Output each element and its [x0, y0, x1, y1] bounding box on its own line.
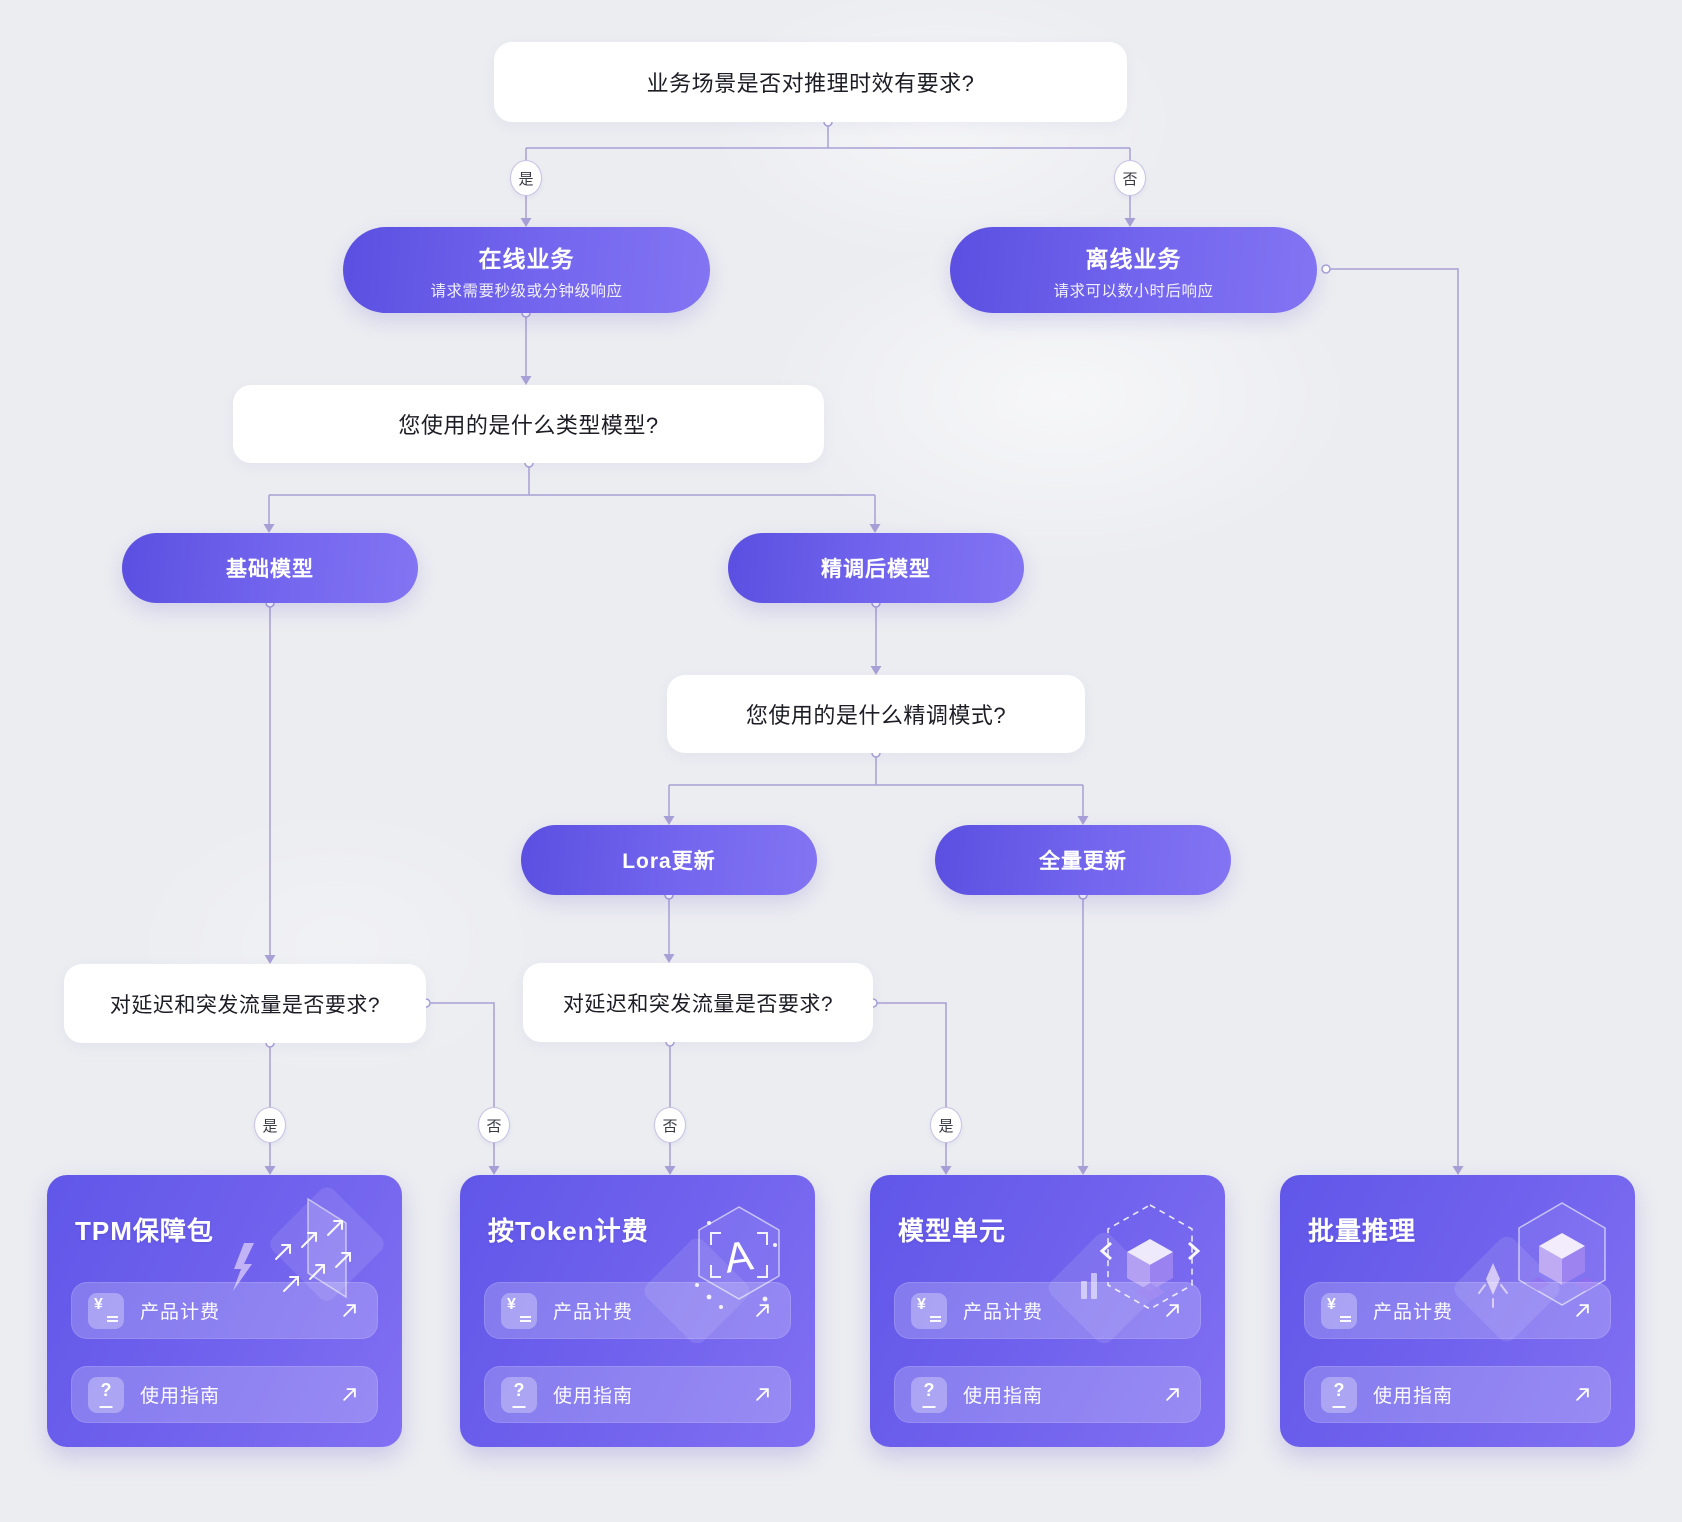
edge-label-latency-lora-no: 否	[654, 1107, 686, 1143]
edge-offline-card4	[1326, 268, 1459, 1166]
edge-q1-split	[525, 122, 1131, 218]
card-tpm-package: TPM保障包 ¥ 产品计费 ? 使用指南	[47, 1175, 402, 1447]
card-title: 批量推理	[1308, 1216, 1417, 1246]
guide-button[interactable]: ? 使用指南	[484, 1366, 791, 1423]
card-title: TPM保障包	[75, 1216, 214, 1246]
node-question-latency-base: 对延迟和突发流量是否要求?	[64, 964, 426, 1043]
edge-q3-split	[668, 753, 1084, 816]
guide-button[interactable]: ? 使用指南	[1304, 1366, 1611, 1423]
billing-icon: ¥	[501, 1292, 537, 1329]
node-question-model-type: 您使用的是什么类型模型?	[233, 385, 824, 463]
external-link-icon	[342, 1387, 357, 1402]
edge-label-timeliness-no: 否	[1114, 160, 1146, 196]
edge-q4a-card2	[426, 1002, 495, 1166]
external-link-icon	[1575, 1303, 1590, 1318]
external-link-icon	[342, 1303, 357, 1318]
card-title: 按Token计费	[488, 1216, 649, 1246]
guide-button[interactable]: ? 使用指南	[894, 1366, 1201, 1423]
node-full-update: 全量更新	[935, 825, 1231, 895]
node-tuned-model: 精调后模型	[728, 533, 1024, 603]
online-business-subtitle: 请求需要秒级或分钟级响应	[430, 282, 623, 300]
edge-q4b-card3	[873, 1002, 947, 1166]
card-title: 模型单元	[898, 1216, 1007, 1246]
arrowheads	[263, 218, 1464, 1175]
guide-button[interactable]: ? 使用指南	[71, 1366, 378, 1423]
offline-business-subtitle: 请求可以数小时后响应	[1053, 282, 1214, 300]
guide-icon: ?	[911, 1376, 947, 1413]
external-link-icon	[755, 1387, 770, 1402]
edge-q2-split	[268, 463, 876, 524]
guide-icon: ?	[88, 1376, 124, 1413]
billing-button[interactable]: ¥ 产品计费	[484, 1282, 791, 1339]
external-link-icon	[755, 1303, 770, 1318]
card-model-unit: 模型单元 ¥ 产品计费 ? 使用指南	[870, 1175, 1225, 1447]
billing-icon: ¥	[88, 1292, 124, 1329]
svg-text:A: A	[722, 1231, 756, 1281]
external-link-icon	[1575, 1387, 1590, 1402]
node-base-model: 基础模型	[122, 533, 418, 603]
node-online-business: 在线业务 请求需要秒级或分钟级响应	[343, 227, 710, 313]
billing-icon: ¥	[1321, 1292, 1357, 1329]
billing-button[interactable]: ¥ 产品计费	[1304, 1282, 1611, 1339]
billing-button[interactable]: ¥ 产品计费	[894, 1282, 1201, 1339]
node-question-latency-lora: 对延迟和突发流量是否要求?	[523, 963, 873, 1042]
node-question-tuning-mode: 您使用的是什么精调模式?	[667, 675, 1085, 753]
card-batch-inference: 批量推理 ¥ 产品计费 ? 使用指南	[1280, 1175, 1635, 1447]
external-link-icon	[1165, 1303, 1180, 1318]
node-question-timeliness: 业务场景是否对推理时效有要求?	[494, 42, 1127, 122]
node-offline-business: 离线业务 请求可以数小时后响应	[950, 227, 1317, 313]
external-link-icon	[1165, 1387, 1180, 1402]
online-business-title: 在线业务	[478, 245, 575, 272]
card-token-billing: A 按Token计费 ¥ 产品计费 ? 使用指南	[460, 1175, 815, 1447]
billing-icon: ¥	[911, 1292, 947, 1329]
billing-button[interactable]: ¥ 产品计费	[71, 1282, 378, 1339]
edge-label-timeliness-yes: 是	[510, 160, 542, 196]
guide-icon: ?	[501, 1376, 537, 1413]
node-lora-update: Lora更新	[521, 825, 817, 895]
offline-business-title: 离线业务	[1085, 245, 1182, 272]
edge-label-latency-base-no: 否	[478, 1107, 510, 1143]
edge-label-latency-lora-yes: 是	[930, 1107, 962, 1143]
guide-icon: ?	[1321, 1376, 1357, 1413]
edge-label-latency-base-yes: 是	[254, 1107, 286, 1143]
